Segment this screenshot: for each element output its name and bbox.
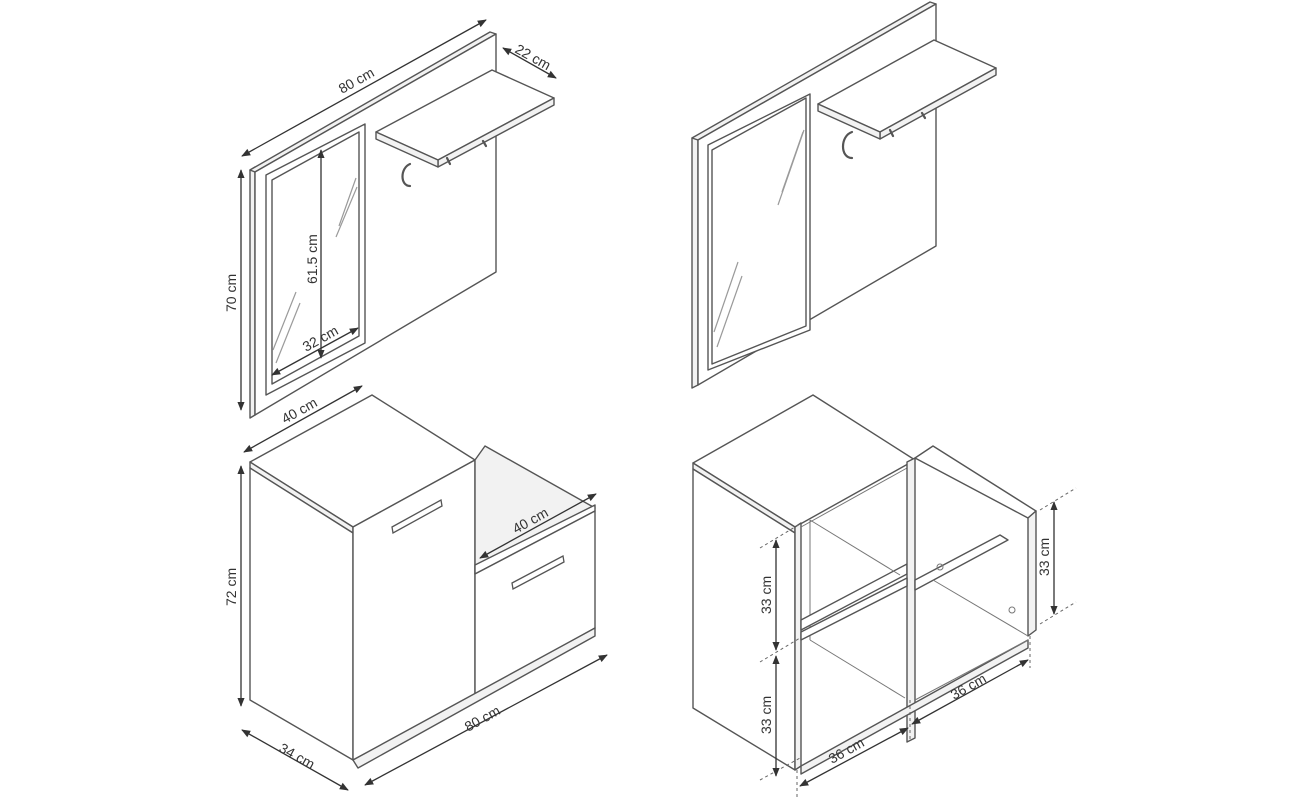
dimension-label: 70 cm [223,274,239,312]
right-unit-side [1027,510,1037,637]
coat-hook-icon [445,156,452,166]
mirror-reflection [335,186,358,238]
mirror-reflection [713,261,739,333]
dimension-label: 34 cm [277,740,318,772]
panel-side-edge [691,134,699,389]
dimension-panel-height: 70 cm [223,169,245,411]
door-handle [391,498,443,535]
dimension-label: 33 cm [1036,538,1052,576]
dimension-shelf-height-upper: 33 cm [758,539,780,651]
mirror-reflection [338,177,357,227]
middle-divider [906,457,916,743]
dimension-cabinet-height: 72 cm [223,465,245,707]
shelf-upper-left [800,563,908,631]
wall-panel-view [691,1,997,389]
cabinet-closed [249,394,596,769]
right-unit-top-edge [914,445,1037,519]
mirror-reflection [781,131,804,193]
coat-hook-icon [920,111,927,120]
front-divider [794,522,802,771]
wall-panel-dimensioned [249,31,555,419]
dimension-shelf-depth: 22 cm [502,41,557,79]
dimension-label: 22 cm [513,41,554,73]
dimension-shelf-height-right: 33 cm [1036,501,1058,615]
back-edge [800,467,908,528]
coat-hook-icon [841,130,854,160]
dimension-label: 72 cm [223,568,239,606]
panel-side-edge [249,166,256,419]
mirror [711,97,807,365]
dimension-label: 33 cm [758,576,774,614]
shelf-lower-left [800,577,908,641]
shelf-perspective [809,639,906,699]
dimension-label: 61.5 cm [304,234,320,284]
shelf-side [817,103,881,140]
coat-hook-icon [401,162,412,188]
extension-lines [759,487,1077,800]
mirror-reflection [716,275,743,348]
drawer-handle [511,555,565,590]
dimension-label: 33 cm [758,696,774,734]
shelf-right [914,534,1009,591]
fixing-hole [936,563,944,571]
dimension-mirror-height: 61.5 cm [304,149,325,359]
shelf-perspective [809,519,901,576]
fixing-hole [1008,606,1016,614]
coat-hook-icon [888,128,895,138]
cabinet-open-shelving [692,394,1037,775]
dimension-shelf-height-lower: 33 cm [758,655,780,777]
shelf-perspective [932,579,1029,637]
